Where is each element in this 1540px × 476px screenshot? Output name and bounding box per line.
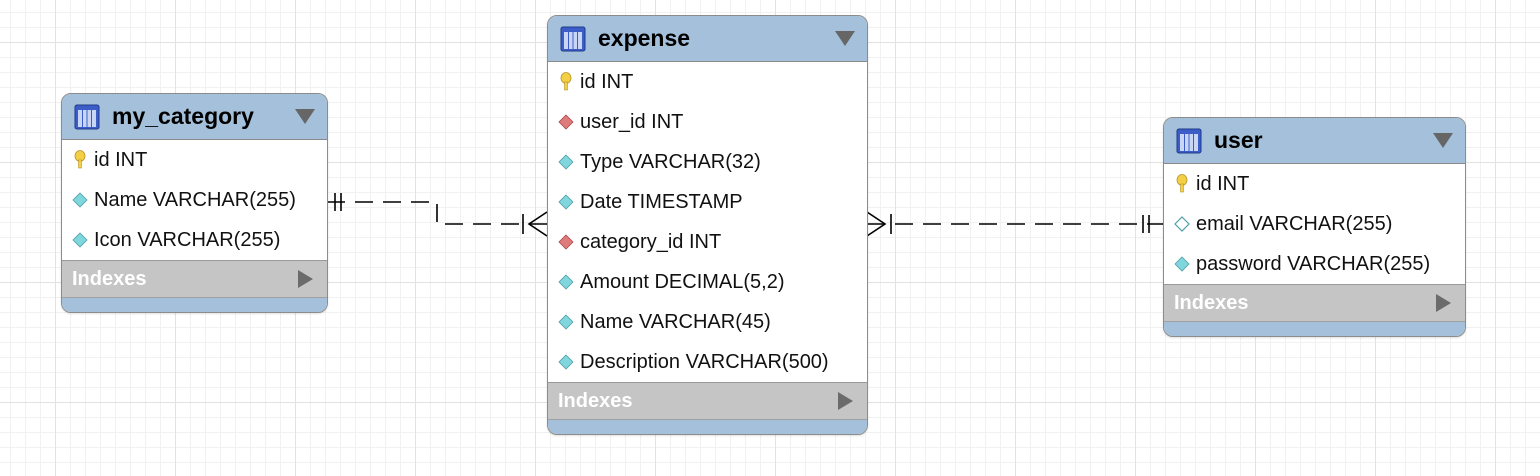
- table-header[interactable]: user: [1164, 118, 1465, 164]
- indexes-section[interactable]: Indexes: [1164, 284, 1465, 322]
- column-label: Name VARCHAR(255): [94, 188, 296, 211]
- column-label: Description VARCHAR(500): [580, 350, 829, 373]
- table-title: expense: [598, 25, 691, 51]
- column-label: password VARCHAR(255): [1196, 252, 1431, 275]
- key-icon: [1176, 174, 1188, 193]
- column-label: Icon VARCHAR(255): [94, 228, 281, 251]
- nullable-column-diamond-icon: [1174, 216, 1190, 232]
- indexes-section[interactable]: Indexes: [548, 382, 867, 420]
- foreign-key-diamond-icon: [558, 234, 574, 250]
- collapse-triangle-icon[interactable]: [835, 31, 855, 46]
- indexes-label: Indexes: [558, 389, 633, 412]
- relationship-my-category-expense[interactable]: [327, 193, 548, 237]
- expand-triangle-icon[interactable]: [1436, 294, 1451, 312]
- column-label: id INT: [94, 148, 148, 171]
- column-row[interactable]: password VARCHAR(255): [1164, 244, 1465, 284]
- column-label: category_id INT: [580, 230, 722, 253]
- column-row[interactable]: Name VARCHAR(255): [62, 180, 327, 220]
- foreign-key-diamond-icon: [558, 114, 574, 130]
- expand-triangle-icon[interactable]: [838, 392, 853, 410]
- indexes-label: Indexes: [72, 267, 147, 290]
- column-diamond-icon: [558, 314, 574, 330]
- column-list: id INT email VARCHAR(255) password VARCH…: [1164, 164, 1465, 284]
- key-icon: [74, 150, 86, 169]
- table-header[interactable]: my_category: [62, 94, 327, 140]
- table-title: my_category: [112, 103, 254, 129]
- indexes-label: Indexes: [1174, 291, 1249, 314]
- column-row[interactable]: Amount DECIMAL(5,2): [548, 262, 867, 302]
- column-diamond-icon: [1174, 256, 1190, 272]
- column-label: Amount DECIMAL(5,2): [580, 270, 785, 293]
- column-diamond-icon: [558, 194, 574, 210]
- table-footer: [62, 298, 327, 312]
- column-label: Date TIMESTAMP: [580, 190, 743, 213]
- column-row[interactable]: user_id INT: [548, 102, 867, 142]
- table-title: user: [1214, 127, 1263, 153]
- column-list: id INT user_id INT Type VARCHAR(32) Date…: [548, 62, 867, 382]
- column-diamond-icon: [72, 232, 88, 248]
- column-label: email VARCHAR(255): [1196, 212, 1393, 235]
- column-diamond-icon: [558, 274, 574, 290]
- column-diamond-icon: [558, 154, 574, 170]
- expand-triangle-icon[interactable]: [298, 270, 313, 288]
- column-label: Type VARCHAR(32): [580, 150, 761, 173]
- column-list: id INT Name VARCHAR(255) Icon VARCHAR(25…: [62, 140, 327, 260]
- column-diamond-icon: [72, 192, 88, 208]
- column-label: id INT: [580, 70, 634, 93]
- table-expense[interactable]: expense id INT user_id INT: [547, 15, 868, 435]
- column-label: Name VARCHAR(45): [580, 310, 771, 333]
- one-or-many-marker: [866, 211, 887, 237]
- table-user[interactable]: user id INT email VARCHAR(255): [1163, 117, 1466, 337]
- table-footer: [1164, 322, 1465, 336]
- relationship-expense-user[interactable]: [866, 211, 1163, 237]
- column-row[interactable]: id INT: [548, 62, 867, 102]
- column-row[interactable]: id INT: [62, 140, 327, 180]
- collapse-triangle-icon[interactable]: [295, 109, 315, 124]
- collapse-triangle-icon[interactable]: [1433, 133, 1453, 148]
- column-row[interactable]: Name VARCHAR(45): [548, 302, 867, 342]
- column-row[interactable]: id INT: [1164, 164, 1465, 204]
- indexes-section[interactable]: Indexes: [62, 260, 327, 298]
- column-label: user_id INT: [580, 110, 684, 133]
- table-header[interactable]: expense: [548, 16, 867, 62]
- column-diamond-icon: [558, 354, 574, 370]
- column-row[interactable]: Icon VARCHAR(255): [62, 220, 327, 260]
- column-label: id INT: [1196, 172, 1250, 195]
- table-footer: [548, 420, 867, 434]
- table-icon: [74, 104, 100, 129]
- column-row[interactable]: Description VARCHAR(500): [548, 342, 867, 382]
- key-icon: [560, 72, 572, 91]
- table-icon: [560, 26, 586, 51]
- table-my-category[interactable]: my_category id INT Name VARCHAR(255): [61, 93, 328, 313]
- column-row[interactable]: category_id INT: [548, 222, 867, 262]
- column-row[interactable]: email VARCHAR(255): [1164, 204, 1465, 244]
- column-row[interactable]: Date TIMESTAMP: [548, 182, 867, 222]
- column-row[interactable]: Type VARCHAR(32): [548, 142, 867, 182]
- table-icon: [1176, 128, 1202, 153]
